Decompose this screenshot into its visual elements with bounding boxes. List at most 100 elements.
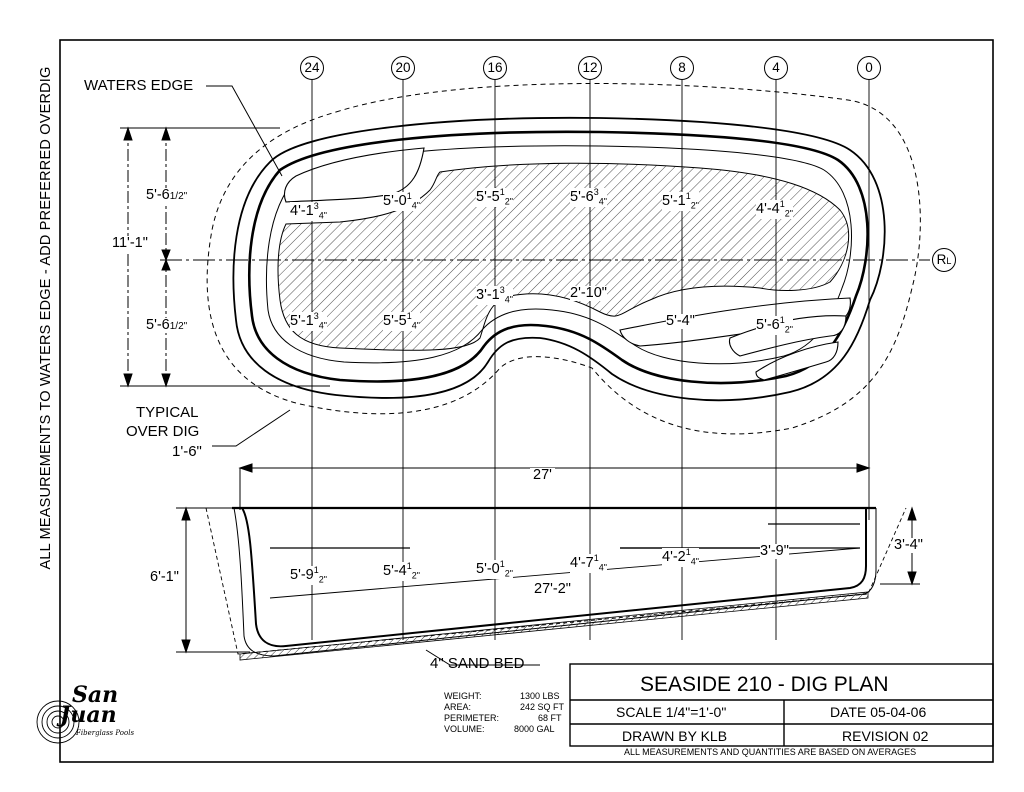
callout-leaders	[206, 85, 540, 666]
depth-num: 1	[593, 553, 599, 563]
depth-whole: 5'-0	[383, 192, 407, 209]
plan-depth-lower: 3'-134"	[476, 286, 513, 305]
depth-whole: 5'-4	[383, 562, 407, 579]
logo-swirl	[36, 700, 80, 744]
depth-den: 4"	[411, 320, 420, 331]
pool-coping-outer	[232, 116, 886, 402]
upper-half-width-fraction: 1/2"	[169, 191, 188, 202]
depth-num: 1	[779, 199, 785, 209]
plan-depth-upper: 5'-014"	[383, 192, 420, 211]
depth-whole: 4'-4	[756, 200, 780, 217]
pool-inner-shell	[265, 145, 853, 365]
depth-whole: 5'-5	[476, 188, 500, 205]
depth-whole: 5'-0	[476, 560, 500, 577]
spec-value: 1300 LBS	[520, 691, 560, 701]
depth-den: 2"	[784, 324, 793, 335]
spec-value: 242 SQ FT	[520, 702, 565, 712]
depth-num: 3	[593, 187, 599, 197]
depth-num: 1	[685, 547, 691, 557]
section-shell-inner	[233, 507, 877, 657]
drawing-title: SEASIDE 210 - DIG PLAN	[640, 673, 889, 696]
spec-value: 8000 GAL	[514, 724, 555, 734]
sheet-border	[59, 39, 994, 763]
logo-tagline: Fiberglass Pools	[76, 729, 135, 737]
depth-den: 4"	[504, 294, 513, 305]
depth-den: 2"	[318, 574, 327, 585]
spec-value: 68 FT	[538, 713, 562, 723]
depth-num: 1	[685, 191, 691, 201]
station-marker: 8	[670, 56, 694, 80]
depth-num: 3	[499, 285, 505, 295]
depth-num: 1	[406, 311, 412, 321]
section-shell-outer	[241, 507, 867, 648]
depth-den: 2"	[690, 200, 699, 211]
lower-half-width-whole: 5'-6	[146, 317, 170, 333]
station-marker: 0	[857, 56, 881, 80]
depth-den: 4"	[318, 320, 327, 331]
depth-den: 4"	[690, 556, 699, 567]
plan-width-dimensions	[120, 126, 330, 388]
section-view	[205, 506, 907, 661]
waters-edge-label: WATERS EDGE	[84, 77, 194, 94]
depth-whole: 5'-9	[290, 566, 314, 583]
station-marker: 24	[300, 56, 324, 80]
depth-den: 2"	[411, 570, 420, 581]
section-sand-bed	[239, 591, 869, 661]
spec-label: VOLUME:	[444, 724, 485, 734]
depth-num: 3	[313, 311, 319, 321]
depth-whole: 3'-9"	[760, 543, 789, 559]
section-depth: 5'-912"	[290, 566, 327, 585]
depth-den: 2"	[504, 196, 513, 207]
centerline-symbol: RL	[932, 248, 956, 272]
plan-depth-upper: 4'-412"	[756, 200, 793, 219]
depth-whole: 5'-5	[383, 312, 407, 329]
depth-num: 1	[499, 559, 505, 569]
date-label: DATE 05-04-06	[830, 704, 927, 720]
depth-whole: 4'-2	[662, 548, 686, 565]
deep-depth-label: 6'-1"	[150, 569, 179, 585]
title-block-lines	[569, 663, 994, 747]
upper-half-width-whole: 5'-6	[146, 187, 170, 203]
logo-line-1: San	[72, 682, 119, 708]
spec-label: PERIMETER:	[444, 713, 500, 723]
depth-den: 4"	[598, 196, 607, 207]
plan-depth-upper: 5'-634"	[570, 188, 607, 207]
station-marker: 20	[391, 56, 415, 80]
step-2	[728, 315, 847, 357]
overall-width-label: 11'-1"	[112, 235, 148, 251]
depth-den: 2"	[504, 568, 513, 579]
section-depth: 4'-214"	[662, 548, 699, 567]
overdig-outline	[206, 83, 921, 435]
depth-den: 4"	[411, 200, 420, 211]
depth-whole: 4'-1	[290, 202, 314, 219]
step-3	[755, 341, 839, 381]
plan-depth-lower: 5'-612"	[756, 316, 793, 335]
station-marker: 4	[764, 56, 788, 80]
floor-length-label: 27'-2"	[534, 581, 571, 597]
depth-whole: 2'-10"	[570, 285, 607, 301]
plan-depth-lower: 5'-4"	[666, 314, 695, 329]
station-marker: 12	[578, 56, 602, 80]
depth-num: 1	[406, 561, 412, 571]
typical-label: TYPICAL	[136, 404, 199, 421]
centerline-symbol-l: L	[946, 256, 952, 266]
depth-num: 3	[313, 201, 319, 211]
depth-num: 1	[313, 565, 319, 575]
station-marker: 16	[483, 56, 507, 80]
drawn-by-label: DRAWN BY KLB	[622, 728, 728, 744]
depth-whole: 5'-1	[662, 192, 686, 209]
depth-num: 1	[499, 187, 505, 197]
section-depth: 3'-9"	[760, 544, 789, 559]
plan-depth-upper: 5'-512"	[476, 188, 513, 207]
sand-bed-label: 4" SAND BED	[430, 655, 525, 672]
depth-num: 1	[779, 315, 785, 325]
depth-whole: 5'-1	[290, 312, 314, 329]
footnote: ALL MEASUREMENTS AND QUANTITIES ARE BASE…	[624, 747, 917, 757]
depth-whole: 5'-4"	[666, 313, 695, 329]
depth-den: 4"	[318, 210, 327, 221]
section-depth: 5'-412"	[383, 562, 420, 581]
plan-depth-lower: 2'-10"	[570, 286, 607, 301]
depth-den: 2"	[784, 208, 793, 219]
